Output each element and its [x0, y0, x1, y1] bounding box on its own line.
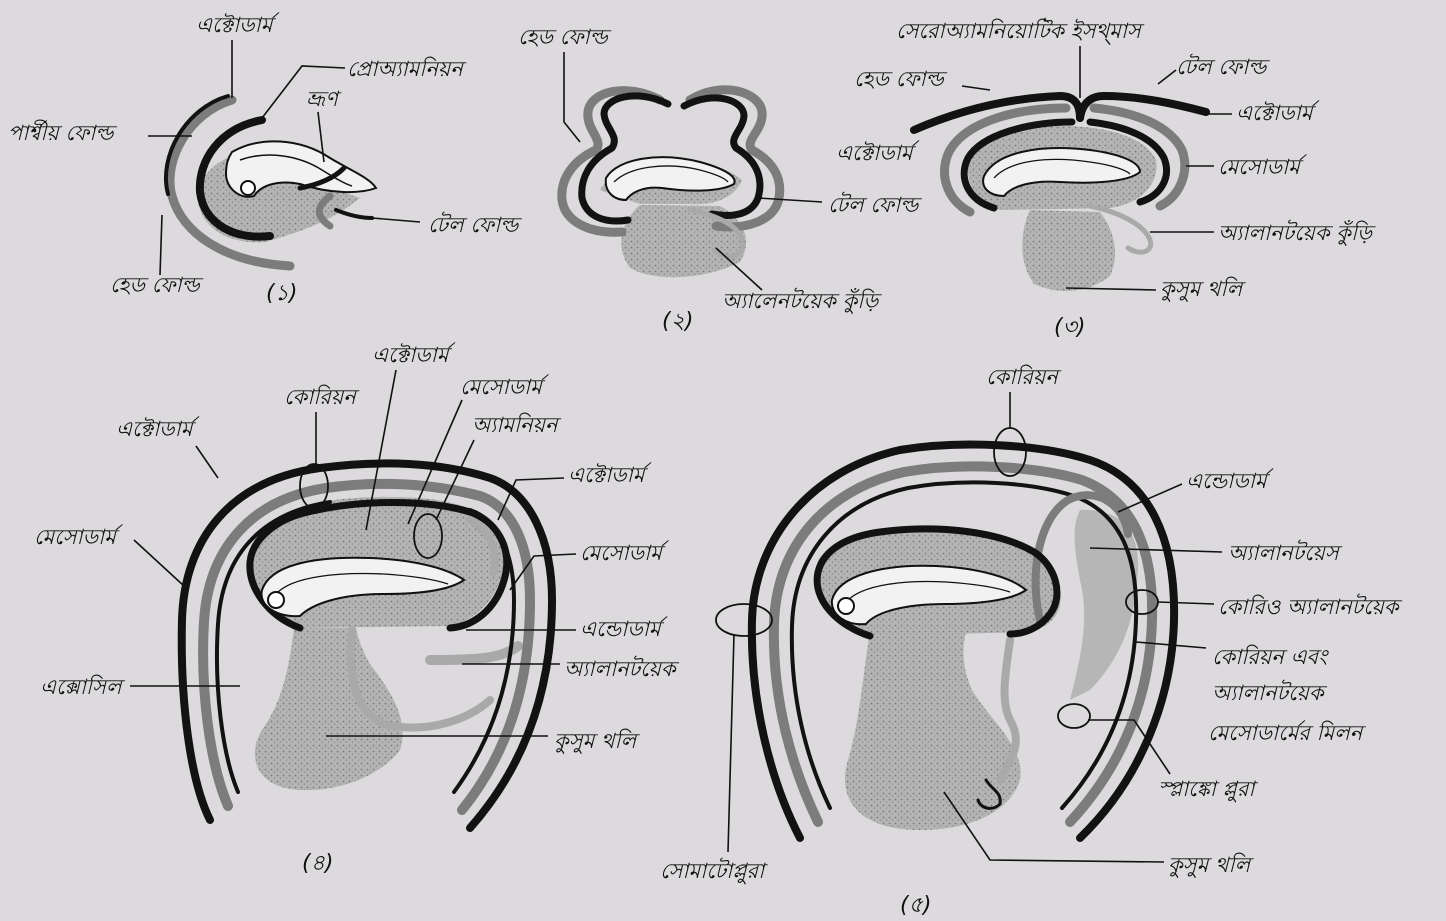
- d4-yolk-sac-label: কুসুম থলি: [554, 728, 641, 754]
- d5-yolk-sac-label: কুসুম থলি: [1168, 852, 1255, 878]
- d5-union-line1-label: কোরিয়ন এবং: [1212, 644, 1329, 669]
- d4-mesoderm-right-label: মেসোডার্ম: [580, 540, 669, 565]
- d5-chorion-label: কোরিয়ন: [986, 364, 1062, 389]
- diagram-5: কোরিয়ন এন্ডোডার্ম অ্যালানটয়েস কোরিও অ্…: [660, 364, 1403, 918]
- d1-tail-fold-label: টেল ফোল্ড: [428, 211, 522, 237]
- diagram-5-drawing: [752, 445, 1174, 838]
- d5-union-ring: [1058, 704, 1090, 728]
- diagram-1-drawing: [166, 96, 376, 266]
- d5-somatopleure-ring: [716, 604, 772, 636]
- d2-number: (২): [662, 309, 693, 334]
- d1-head-fold-label: হেড ফোল্ড: [110, 273, 204, 297]
- d3-number: (৩): [1054, 315, 1085, 340]
- d4-allantoic-label: অ্যালানটয়েক: [564, 655, 680, 681]
- diagram-3: সেরোঅ্যামনিয়োটিক ইসথ্মাস হেড ফোল্ড টেল …: [836, 17, 1376, 340]
- d5-number: (৫): [900, 893, 931, 918]
- d4-extracoel-label: এক্সোসিল: [40, 674, 126, 699]
- d5-endoderm-label: এন্ডোডার্ম: [1186, 468, 1274, 493]
- d3-mesoderm-label: মেসোডার্ম: [1218, 154, 1307, 179]
- d4-mesoderm-top-label: মেসোডার্ম: [460, 374, 549, 399]
- d4-amnion-label: অ্যামনিয়ন: [472, 412, 562, 437]
- diagram-3-drawing: [914, 96, 1206, 291]
- d5-somatopleure-label: সোমাটোপ্লুরা: [660, 857, 768, 885]
- d5-chorio-allantoic-label: কোরিও অ্যালানটয়েক: [1218, 593, 1403, 619]
- d1-embryo-label: ভ্রূণ: [306, 87, 342, 111]
- d4-number: (৪): [302, 851, 333, 876]
- d4-chorion-label: কোরিয়ন: [284, 384, 360, 409]
- d3-head-fold-label: হেড ফোল্ড: [854, 67, 948, 91]
- d1-ectoderm-label: এক্টোডার্ম: [196, 12, 280, 37]
- d2-allantoic-bud-label: অ্যালেনটয়েক কুঁড়ি: [722, 287, 882, 314]
- d3-isthmus-label: সেরোঅ্যামনিয়োটিক ইসথ্মাস: [896, 17, 1145, 45]
- diagram-1: এক্টোডার্ম প্রোঅ্যামনিয়ন ভ্রূণ পার্শ্বী…: [8, 12, 522, 306]
- d5-union-line3-label: মেসোডার্মের মিলন: [1208, 720, 1367, 745]
- d2-tail-fold-label: টেল ফোল্ড: [828, 191, 922, 217]
- d1-proamnion-label: প্রোঅ্যামনিয়ন: [347, 56, 467, 81]
- d4-endoderm-label: এন্ডোডার্ম: [580, 616, 668, 641]
- d3-ectoderm-left-label: এক্টোডার্ম: [836, 140, 920, 165]
- d1-number: (১): [266, 281, 297, 306]
- d3-ectoderm-right-label: এক্টোডার্ম: [1236, 100, 1320, 125]
- d2-head-fold-label: হেড ফোল্ড: [518, 25, 612, 49]
- d4-ectoderm-left-label: এক্টোডার্ম: [116, 416, 200, 441]
- diagram-2-drawing: [562, 90, 780, 277]
- d4-ectoderm-right-label: এক্টোডার্ম: [568, 462, 652, 487]
- d3-tail-fold-label: টেল ফোল্ড: [1176, 53, 1270, 79]
- diagram-4: এক্টোডার্ম কোরিয়ন মেসোডার্ম অ্যামনিয়ন …: [34, 342, 680, 876]
- diagram-4-drawing: [182, 463, 552, 828]
- d5-union-line2-label: অ্যালানটয়েক: [1212, 679, 1328, 705]
- d4-ectoderm-top-label: এক্টোডার্ম: [372, 342, 456, 367]
- d4-mesoderm-left-label: মেসোডার্ম: [34, 524, 123, 549]
- d1-lateral-fold-label: পার্শ্বীয় ফোল্ড: [8, 119, 117, 145]
- d3-yolk-sac-label: কুসুম থলি: [1160, 276, 1247, 302]
- d5-allantois-label: অ্যালানটয়েস: [1228, 539, 1343, 565]
- d5-splanchnopleure-label: স্প্লাঙ্কো প্লুরা: [1158, 777, 1258, 803]
- d3-allantoic-bud-label: অ্যালানটয়েক কুঁড়ি: [1218, 219, 1376, 246]
